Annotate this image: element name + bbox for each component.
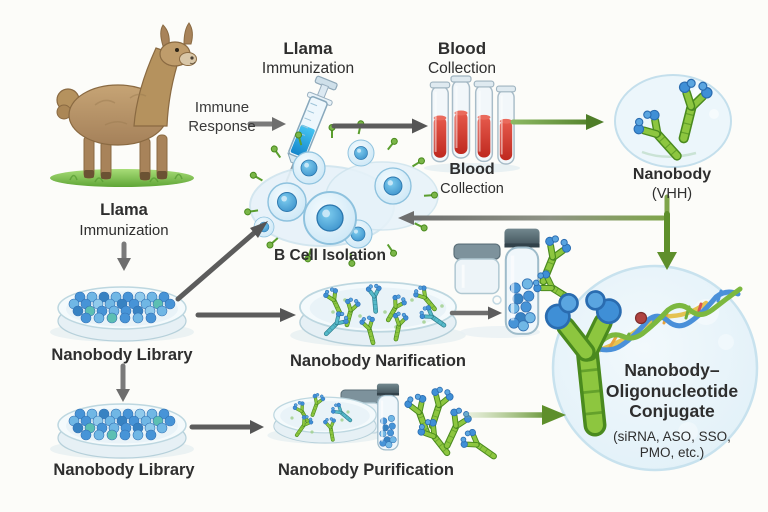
label-conjugate: Nanobody– Oligonucleotide Conjugate (siR… <box>605 360 739 460</box>
label-nanobody-vhh: Nanobody (VHH) <box>632 166 712 202</box>
arrow-immune-response <box>247 117 286 131</box>
llama-illustration <box>50 22 197 187</box>
label-immune-response: Immune Response <box>188 99 256 135</box>
label-nanobody-purification: Nanobody Purification <box>277 461 455 479</box>
nanobody-purification-icons <box>266 382 503 467</box>
label-nanobody-library-top: Nanobody Library <box>51 346 193 364</box>
label-blood-collection-mid: Blood Collection <box>440 161 504 197</box>
arrow-library-to-bcell <box>175 221 268 302</box>
petri-dish-library-1 <box>49 286 195 343</box>
dna-helix-icon <box>596 286 743 353</box>
label-blood-collection-top: Blood Collection <box>427 39 497 77</box>
arrow-library-to-library2 <box>116 363 130 402</box>
blood-tubes-icon <box>424 75 520 173</box>
arrow-narification-to-vial <box>449 306 502 320</box>
label-nanobody-narification: Nanobody Narification <box>289 352 467 370</box>
arrow-vhh-to-bcell <box>398 194 670 225</box>
bead-vial-icon <box>492 226 542 336</box>
nanobody-vhh-icon <box>614 74 732 170</box>
arrow-llama-to-library <box>117 241 131 271</box>
label-b-cell-isolation: B Cell Isolation <box>274 247 386 264</box>
petri-dish-library-2 <box>49 403 195 460</box>
label-llama-immunization-top: Llama Immunization <box>261 39 355 77</box>
arrow-syringe-to-blood <box>331 118 428 134</box>
arrow-library2-to-purification <box>189 420 264 434</box>
arrow-blood-to-vhh <box>510 114 604 130</box>
b-cell-cluster-icon <box>243 119 439 268</box>
free-nanobodies-bottom <box>402 384 503 467</box>
label-nanobody-library-bottom: Nanobody Library <box>53 461 195 479</box>
label-llama-immunization-left: Llama Immunization <box>79 201 169 239</box>
syringe-icon <box>285 75 338 183</box>
petri-dish-narification <box>289 281 467 349</box>
conjugate-circle <box>542 264 759 472</box>
arrow-purification-to-conjugate <box>463 405 566 425</box>
arrow-vhh-to-conjugate <box>657 211 677 270</box>
arrow-library-to-narification <box>195 308 296 322</box>
